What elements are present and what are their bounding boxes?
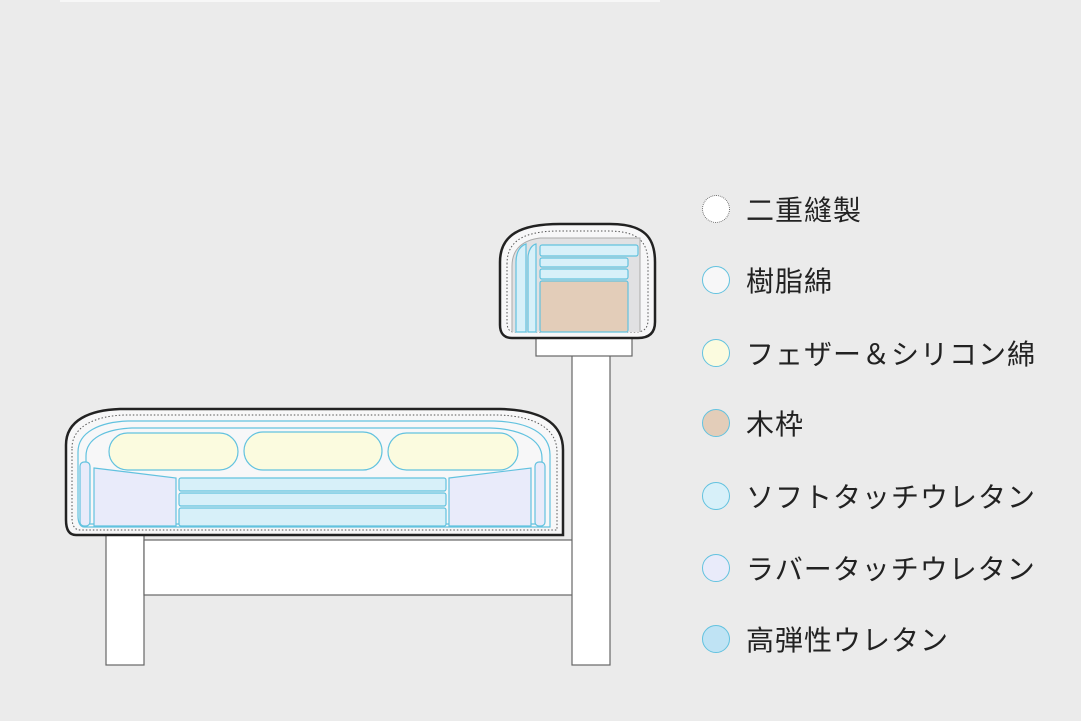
legend-swatch-icon (702, 266, 730, 294)
legend-label: 樹脂綿 (746, 265, 834, 298)
legend-item: 樹脂綿 (702, 257, 833, 303)
legend-label: ラバータッチウレタン (746, 553, 1036, 586)
legend-item: 二重縫製 (702, 186, 862, 232)
legend-swatch-icon (702, 625, 730, 653)
legend-label: フェザー＆シリコン綿 (746, 338, 1037, 371)
legend-item: ソフトタッチウレタン (702, 473, 1036, 519)
seat-cushion (64, 407, 565, 537)
legend-label: 木枠 (746, 408, 805, 441)
legend-item: フェザー＆シリコン綿 (702, 330, 1036, 376)
legend-swatch-icon (702, 409, 730, 437)
legend-swatch-icon (702, 195, 730, 223)
legend-item: 木枠 (702, 400, 804, 446)
sofa-frame (105, 333, 633, 666)
legend-item: 高弾性ウレタン (702, 616, 949, 662)
top-divider (60, 0, 660, 2)
legend-label: ソフトタッチウレタン (746, 481, 1037, 514)
legend-swatch-icon (702, 482, 730, 510)
legend-swatch-icon (702, 339, 730, 367)
legend-item: ラバータッチウレタン (702, 545, 1036, 591)
legend-swatch-icon (702, 554, 730, 582)
legend-label: 高弾性ウレタン (746, 624, 950, 657)
legend-label: 二重縫製 (746, 194, 863, 227)
back-cushion (498, 222, 657, 340)
